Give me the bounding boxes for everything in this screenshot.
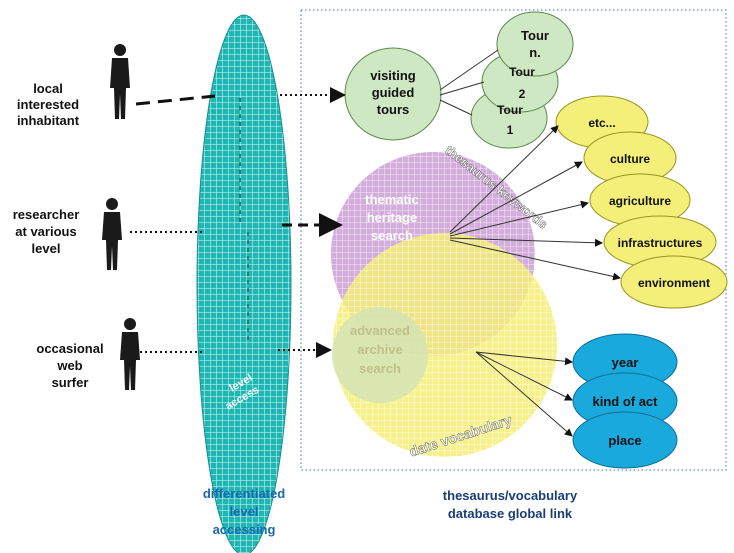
theme-culture-label: culture	[610, 152, 650, 166]
person-icon-researcher	[102, 198, 122, 270]
svg-text:interested: interested	[17, 97, 79, 112]
svg-text:researcher: researcher	[13, 207, 80, 222]
attr-place-label: place	[608, 433, 641, 448]
svg-text:database global link: database global link	[448, 506, 573, 521]
svg-text:web: web	[56, 358, 82, 373]
attr-link-kind	[475, 351, 573, 401]
theme-etc-label: etc...	[588, 116, 615, 130]
svg-text:Tour: Tour	[497, 103, 523, 117]
svg-text:local: local	[33, 81, 63, 96]
tour-2-label: Tour 2	[509, 65, 535, 101]
svg-text:heritage: heritage	[367, 210, 418, 225]
theme-link-culture	[449, 161, 583, 235]
theme-infrastructures-label: infrastructures	[618, 236, 703, 250]
svg-text:accessing: accessing	[213, 522, 276, 537]
svg-text:visiting: visiting	[370, 68, 416, 83]
svg-text:search: search	[371, 228, 413, 243]
tours-link-n	[439, 49, 499, 91]
svg-text:tours: tours	[377, 102, 410, 117]
attr-year-label: year	[612, 355, 639, 370]
theme-environment-ellipse[interactable]	[620, 255, 728, 309]
user-label-local: local interested inhabitant	[17, 81, 80, 128]
svg-text:inhabitant: inhabitant	[17, 113, 80, 128]
tour-1-label: Tour 1	[497, 103, 523, 137]
svg-text:at various: at various	[15, 224, 76, 239]
svg-text:advanced: advanced	[350, 323, 410, 338]
theme-link-env	[449, 239, 621, 281]
svg-text:level: level	[230, 504, 259, 519]
advanced-search-circle	[332, 307, 428, 403]
thematic-label: thematic heritage search	[365, 192, 418, 243]
attr-link-year	[475, 351, 573, 366]
database-frame	[300, 9, 727, 471]
person-icon-surfer	[120, 318, 140, 390]
guided-tours-label: visiting guided tours	[370, 68, 416, 117]
tour-n-label: Tour n.	[521, 28, 549, 60]
attr-place-ellipse[interactable]	[572, 411, 678, 469]
svg-text:occasional: occasional	[36, 341, 103, 356]
tour-n-ellipse[interactable]	[496, 11, 574, 77]
svg-text:2: 2	[519, 87, 526, 101]
ellipse-caption: differentiated level accessing	[203, 486, 285, 537]
svg-text:thematic: thematic	[365, 192, 418, 207]
svg-text:n.: n.	[529, 45, 541, 60]
svg-text:1: 1	[507, 123, 514, 137]
svg-text:Tour: Tour	[521, 28, 549, 43]
attr-link-place	[475, 351, 573, 437]
theme-environment-label: environment	[638, 276, 710, 290]
theme-link-agriculture	[449, 200, 589, 237]
theme-agriculture-label: agriculture	[609, 194, 671, 208]
tours-link-1	[439, 99, 473, 116]
svg-text:search: search	[359, 361, 401, 376]
local-dash-connector	[135, 94, 216, 106]
advanced-label: advanced archive search	[350, 323, 410, 376]
attr-kind-label: kind of act	[592, 394, 658, 409]
theme-link-infra	[449, 237, 603, 247]
database-caption: thesaurus/vocabulary database global lin…	[443, 488, 578, 521]
svg-text:level: level	[32, 241, 61, 256]
person-icon-local	[110, 44, 130, 119]
svg-text:Tour: Tour	[509, 65, 535, 79]
user-label-researcher: researcher at various level	[13, 207, 80, 256]
user-label-surfer: occasional web surfer	[36, 341, 103, 390]
svg-text:archive: archive	[357, 342, 403, 357]
theme-link-etc	[449, 125, 559, 233]
tours-link-2	[439, 81, 485, 96]
svg-text:guided: guided	[372, 85, 415, 100]
svg-text:differentiated: differentiated	[203, 486, 285, 501]
svg-text:surfer: surfer	[52, 375, 89, 390]
access-level-ellipse	[196, 14, 292, 553]
svg-text:thesaurus/vocabulary: thesaurus/vocabulary	[443, 488, 578, 503]
